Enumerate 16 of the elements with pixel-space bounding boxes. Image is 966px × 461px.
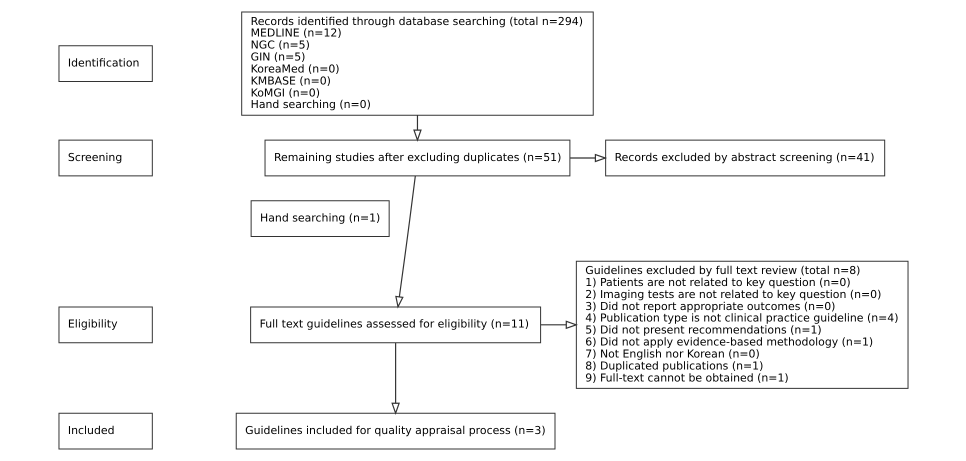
node-box: Records identified through database searching (total n=294) MEDLINE (n=12) NGC (n=5) GIN (n=5) KoreaMed (n=0) KMBASE (n=0) KoMGI (n=0) Hand searching (n=0): [240, 12, 594, 116]
node-box: Included: [58, 412, 152, 450]
node-box: Remaining studies after excluding duplicates (n=51): [264, 140, 570, 176]
arrow: [394, 176, 416, 309]
node-box: Records excluded by abstract screening (n=41): [604, 140, 885, 176]
node-box: Guidelines included for quality appraisal process (n=3): [235, 412, 555, 450]
arrow: [390, 343, 400, 415]
node-box: Screening: [58, 140, 152, 176]
node-box: Identification: [58, 45, 152, 82]
arrow: [412, 115, 422, 142]
arrow: [570, 154, 607, 162]
arrow: [540, 320, 578, 330]
node-box: Full text guidelines assessed for eligibility (n=11): [250, 306, 541, 344]
node-box: Hand searching (n=1): [250, 200, 390, 237]
node-box: Guidelines excluded by full text review (total n=8) 1) Patients are not related to key question (n=0) 2) Imaging tests are not related to key question (n=0) 3) Did not report appropriate outcomes (n=0) 4) Publication type is not clinical practice guideline (n=4) 5) Did not present recommendations (n=1) 6) Did not apply evidence-based methodology (n=1) 7) Not English nor Korean (n=0) 8) Duplicated publications (n=1) 9) Full-text cannot be obtained (n=1): [575, 260, 908, 389]
node-box: Eligibility: [58, 306, 152, 344]
